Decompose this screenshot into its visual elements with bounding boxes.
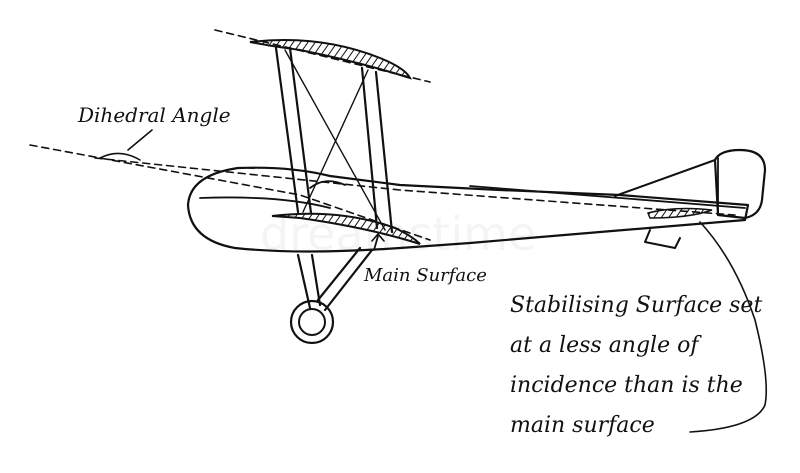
stabilising-surface-label-line-4: main surface (510, 413, 655, 438)
stabilising-surface-label-line-3: incidence than is the (510, 373, 743, 398)
wing-struts (274, 46, 394, 234)
undercarriage (296, 246, 374, 312)
stabilising-surface-label-line-2: at a less angle of (510, 333, 702, 358)
upper-wing (249, 39, 412, 80)
stabilising-surface-label-line-1: Stabilising Surface set (510, 293, 762, 318)
lower-wing-main-surface (271, 212, 421, 245)
fuselage (186, 166, 750, 253)
main-surface-label: Main Surface (363, 265, 487, 286)
wheel (289, 299, 335, 345)
tail-skid (644, 229, 681, 249)
label-leaders (127, 129, 767, 433)
stabilising-surface (646, 207, 713, 219)
tail-fin (614, 148, 767, 220)
dihedral-angle-label: Dihedral Angle (77, 103, 231, 127)
